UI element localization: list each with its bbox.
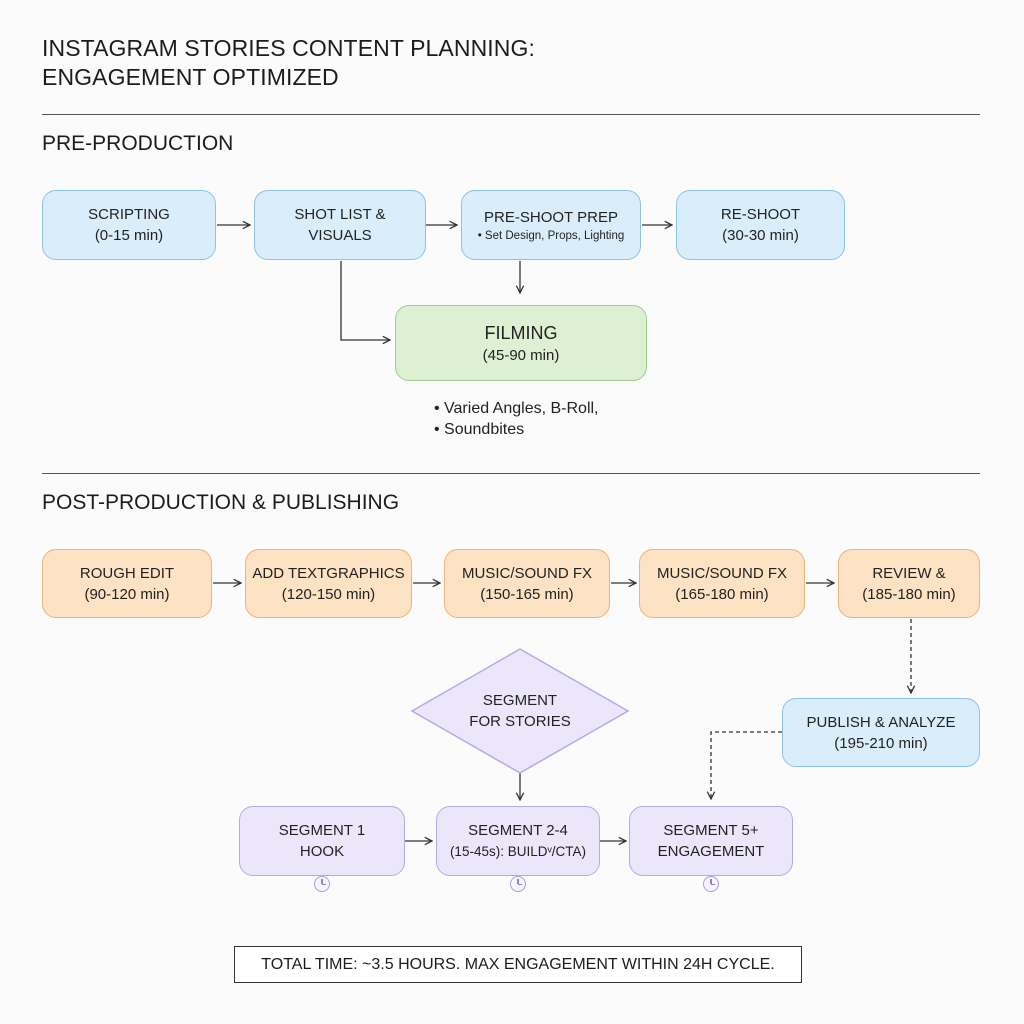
filming-note: Varied Angles, B-Roll, <box>434 398 598 419</box>
segment-decision-diamond <box>410 648 630 774</box>
section-title-post-production: POST-PRODUCTION & PUBLISHING <box>42 491 400 514</box>
node-text-graphics-title: ADD TEXTGRAPHICS <box>252 564 405 582</box>
node-scripting-time: (0-15 min) <box>94 227 164 244</box>
divider-middle <box>42 473 980 474</box>
node-text-graphics-time: (120-150 min) <box>281 585 376 603</box>
node-segment-5-detail: ENGAGEMENT <box>657 843 765 860</box>
node-music-2-title: MUSIC/SOUND FX <box>656 564 787 582</box>
node-segment-5: SEGMENT 5+ ENGAGEMENT <box>629 806 793 876</box>
node-review-title: REVIEW & <box>872 564 946 582</box>
node-music-1-time: (150-165 min) <box>480 585 574 603</box>
node-pre-shoot-prep: PRE-SHOOT PREP • Set Design, Props, Ligh… <box>461 190 641 260</box>
node-publish-analyze: PUBLISH & ANALYZE (195-210 min) <box>782 698 980 767</box>
node-filming: FILMING (45-90 min) <box>395 305 647 381</box>
node-shot-list-line-1: SHOT LIST & <box>294 206 386 223</box>
node-shot-list: SHOT LIST & VISUALS <box>254 190 426 260</box>
divider-top <box>42 114 980 115</box>
filming-notes: Varied Angles, B-Roll, Soundbites <box>434 398 599 440</box>
arrow-publish-to-segment-5 <box>711 731 782 799</box>
node-segment-2-4: SEGMENT 2-4 (15-45s): BUILDᵛ/CTA) <box>436 806 600 876</box>
node-music-2-time: (165-180 min) <box>675 585 769 603</box>
node-music-sound-fx-2: MUSIC/SOUND FX (165-180 min) <box>639 549 805 618</box>
node-segment-2-4-title: SEGMENT 2-4 <box>468 822 568 839</box>
node-scripting: SCRIPTING (0-15 min) <box>42 190 216 260</box>
clock-icon <box>314 876 330 892</box>
node-pre-shoot-detail: • Set Design, Props, Lighting <box>477 229 625 242</box>
total-time-note: TOTAL TIME: ~3.5 HOURS. MAX ENGAGEMENT W… <box>234 946 802 983</box>
node-music-1-title: MUSIC/SOUND FX <box>461 564 592 582</box>
segment-decision-line-1: SEGMENT <box>482 692 558 709</box>
node-segment-1: SEGMENT 1 HOOK <box>239 806 405 876</box>
node-reshoot-time: (30-30 min) <box>722 227 799 244</box>
node-rough-edit-time: (90-120 min) <box>84 585 170 603</box>
node-segment-2-4-detail: (15-45s): BUILDᵛ/CTA) <box>449 844 587 859</box>
node-rough-edit-title: ROUGH EDIT <box>79 564 175 582</box>
node-reshoot-title: RE-SHOOT <box>720 206 801 223</box>
title-line-2: ENGAGEMENT OPTIMIZED <box>42 64 339 90</box>
node-publish-title: PUBLISH & ANALYZE <box>806 713 956 731</box>
title-line-1: INSTAGRAM STORIES CONTENT PLANNING: <box>42 35 535 61</box>
section-title-pre-production: PRE-PRODUCTION <box>42 132 234 155</box>
node-segment-1-detail: HOOK <box>299 843 345 860</box>
node-segment-1-title: SEGMENT 1 <box>278 822 366 839</box>
node-rough-edit: ROUGH EDIT (90-120 min) <box>42 549 212 618</box>
clock-icon <box>510 876 526 892</box>
arrow-shot-list-to-filming <box>340 261 390 340</box>
filming-note: Soundbites <box>434 419 599 440</box>
node-text-graphics: ADD TEXTGRAPHICS (120-150 min) <box>245 549 412 618</box>
node-scripting-title: SCRIPTING <box>88 206 170 223</box>
node-segment-5-title: SEGMENT 5+ <box>663 822 759 839</box>
node-review-time: (185-180 min) <box>862 585 956 603</box>
segment-decision-line-2: FOR STORIES <box>469 713 571 730</box>
segment-decision-label: SEGMENT FOR STORIES <box>440 690 600 732</box>
node-shot-list-line-2: VISUALS <box>308 227 372 244</box>
node-filming-title: FILMING <box>484 322 558 343</box>
node-pre-shoot-title: PRE-SHOOT PREP <box>484 208 618 226</box>
clock-icon <box>703 876 719 892</box>
node-reshoot: RE-SHOOT (30-30 min) <box>676 190 845 260</box>
node-publish-time: (195-210 min) <box>834 734 928 752</box>
node-music-sound-fx-1: MUSIC/SOUND FX (150-165 min) <box>444 549 610 618</box>
node-review: REVIEW & (185-180 min) <box>838 549 980 618</box>
page-title: INSTAGRAM STORIES CONTENT PLANNING: ENGA… <box>42 34 535 92</box>
node-filming-time: (45-90 min) <box>482 346 560 364</box>
